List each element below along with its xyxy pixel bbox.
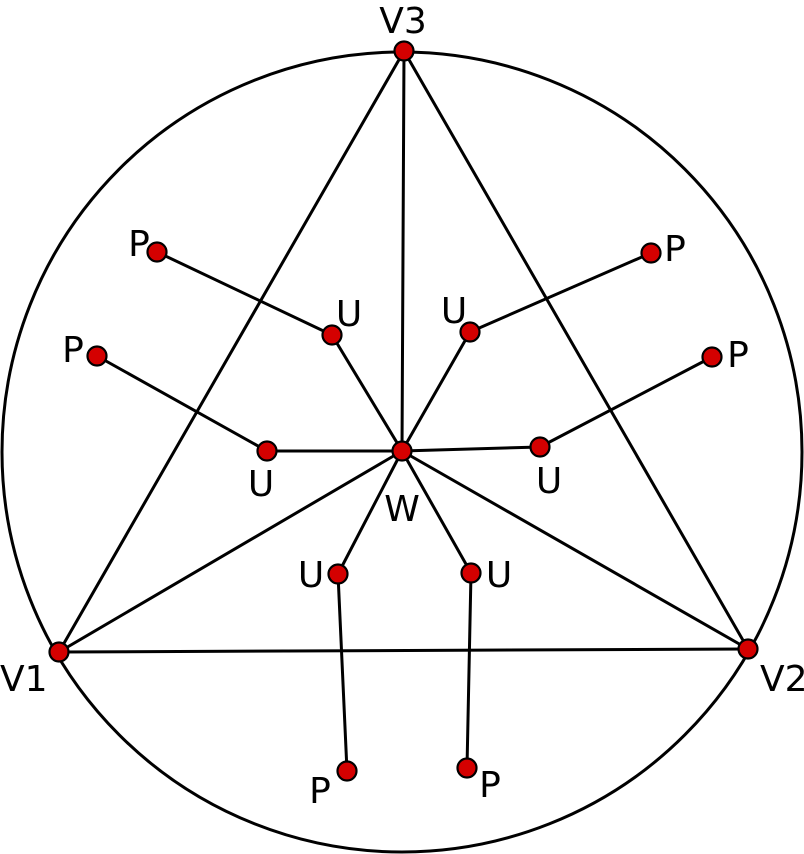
node-label-u-left: U <box>248 464 274 505</box>
node-label-u-upper-right: U <box>441 291 467 332</box>
edge-v1-v2 <box>57 647 750 654</box>
edges-layer <box>57 49 750 773</box>
node-label-v3: V3 <box>379 1 427 42</box>
edge-u-lower-right-p-lower-right <box>465 571 473 770</box>
edge-w-u-right <box>400 445 542 453</box>
node-u-left <box>256 440 278 462</box>
edge-w-u-lower-right <box>400 449 473 575</box>
node-p-left <box>86 345 108 367</box>
edge-w-u-lower-left <box>336 449 404 576</box>
edge-u-upper-right-p-upper-right <box>468 251 653 334</box>
node-label-p-upper-left: P <box>128 224 150 265</box>
node-label-u-upper-left: U <box>336 294 362 335</box>
node-u-lower-right <box>460 562 482 584</box>
node-p-lower-left <box>336 760 358 782</box>
node-label-v1: V1 <box>0 659 48 700</box>
node-label-u-lower-right: U <box>486 555 512 596</box>
node-p-upper-right <box>640 242 662 264</box>
node-v3 <box>393 40 415 62</box>
edge-u-left-p-left <box>95 354 269 453</box>
node-label-p-left: P <box>62 330 84 371</box>
edge-u-right-p-right <box>538 355 714 449</box>
node-u-upper-right <box>459 321 481 343</box>
node-p-upper-left <box>146 241 168 263</box>
edge-v3-v1 <box>57 49 406 654</box>
node-label-u-right: U <box>536 461 562 502</box>
node-u-upper-left <box>321 324 343 346</box>
node-u-right <box>529 436 551 458</box>
edge-v3-w <box>400 49 406 453</box>
labels-layer: V1 V2 V3W U U U U U U P P P P P P <box>0 1 804 812</box>
edge-u-upper-left-p-upper-left <box>155 250 334 337</box>
edge-w-u-upper-left <box>330 333 404 453</box>
node-v2 <box>737 638 759 660</box>
node-w <box>391 440 413 462</box>
edge-v1-w <box>57 449 404 654</box>
node-v1 <box>48 641 70 663</box>
edge-u-lower-left-p-lower-left <box>336 572 349 773</box>
node-label-u-lower-left: U <box>298 555 324 596</box>
node-u-lower-left <box>327 563 349 585</box>
node-label-p-lower-right: P <box>479 765 501 806</box>
edge-w-u-upper-right <box>400 330 472 453</box>
node-label-p-right: P <box>727 335 749 376</box>
node-label-w: W <box>384 489 420 530</box>
node-p-lower-right <box>456 757 478 779</box>
edge-v2-w <box>400 449 750 651</box>
node-p-right <box>701 346 723 368</box>
edge-v2-v3 <box>402 49 750 651</box>
node-label-p-lower-left: P <box>309 771 331 812</box>
node-label-v2: V2 <box>760 659 804 700</box>
nodes-layer <box>48 40 759 782</box>
node-label-p-upper-right: P <box>664 229 686 270</box>
